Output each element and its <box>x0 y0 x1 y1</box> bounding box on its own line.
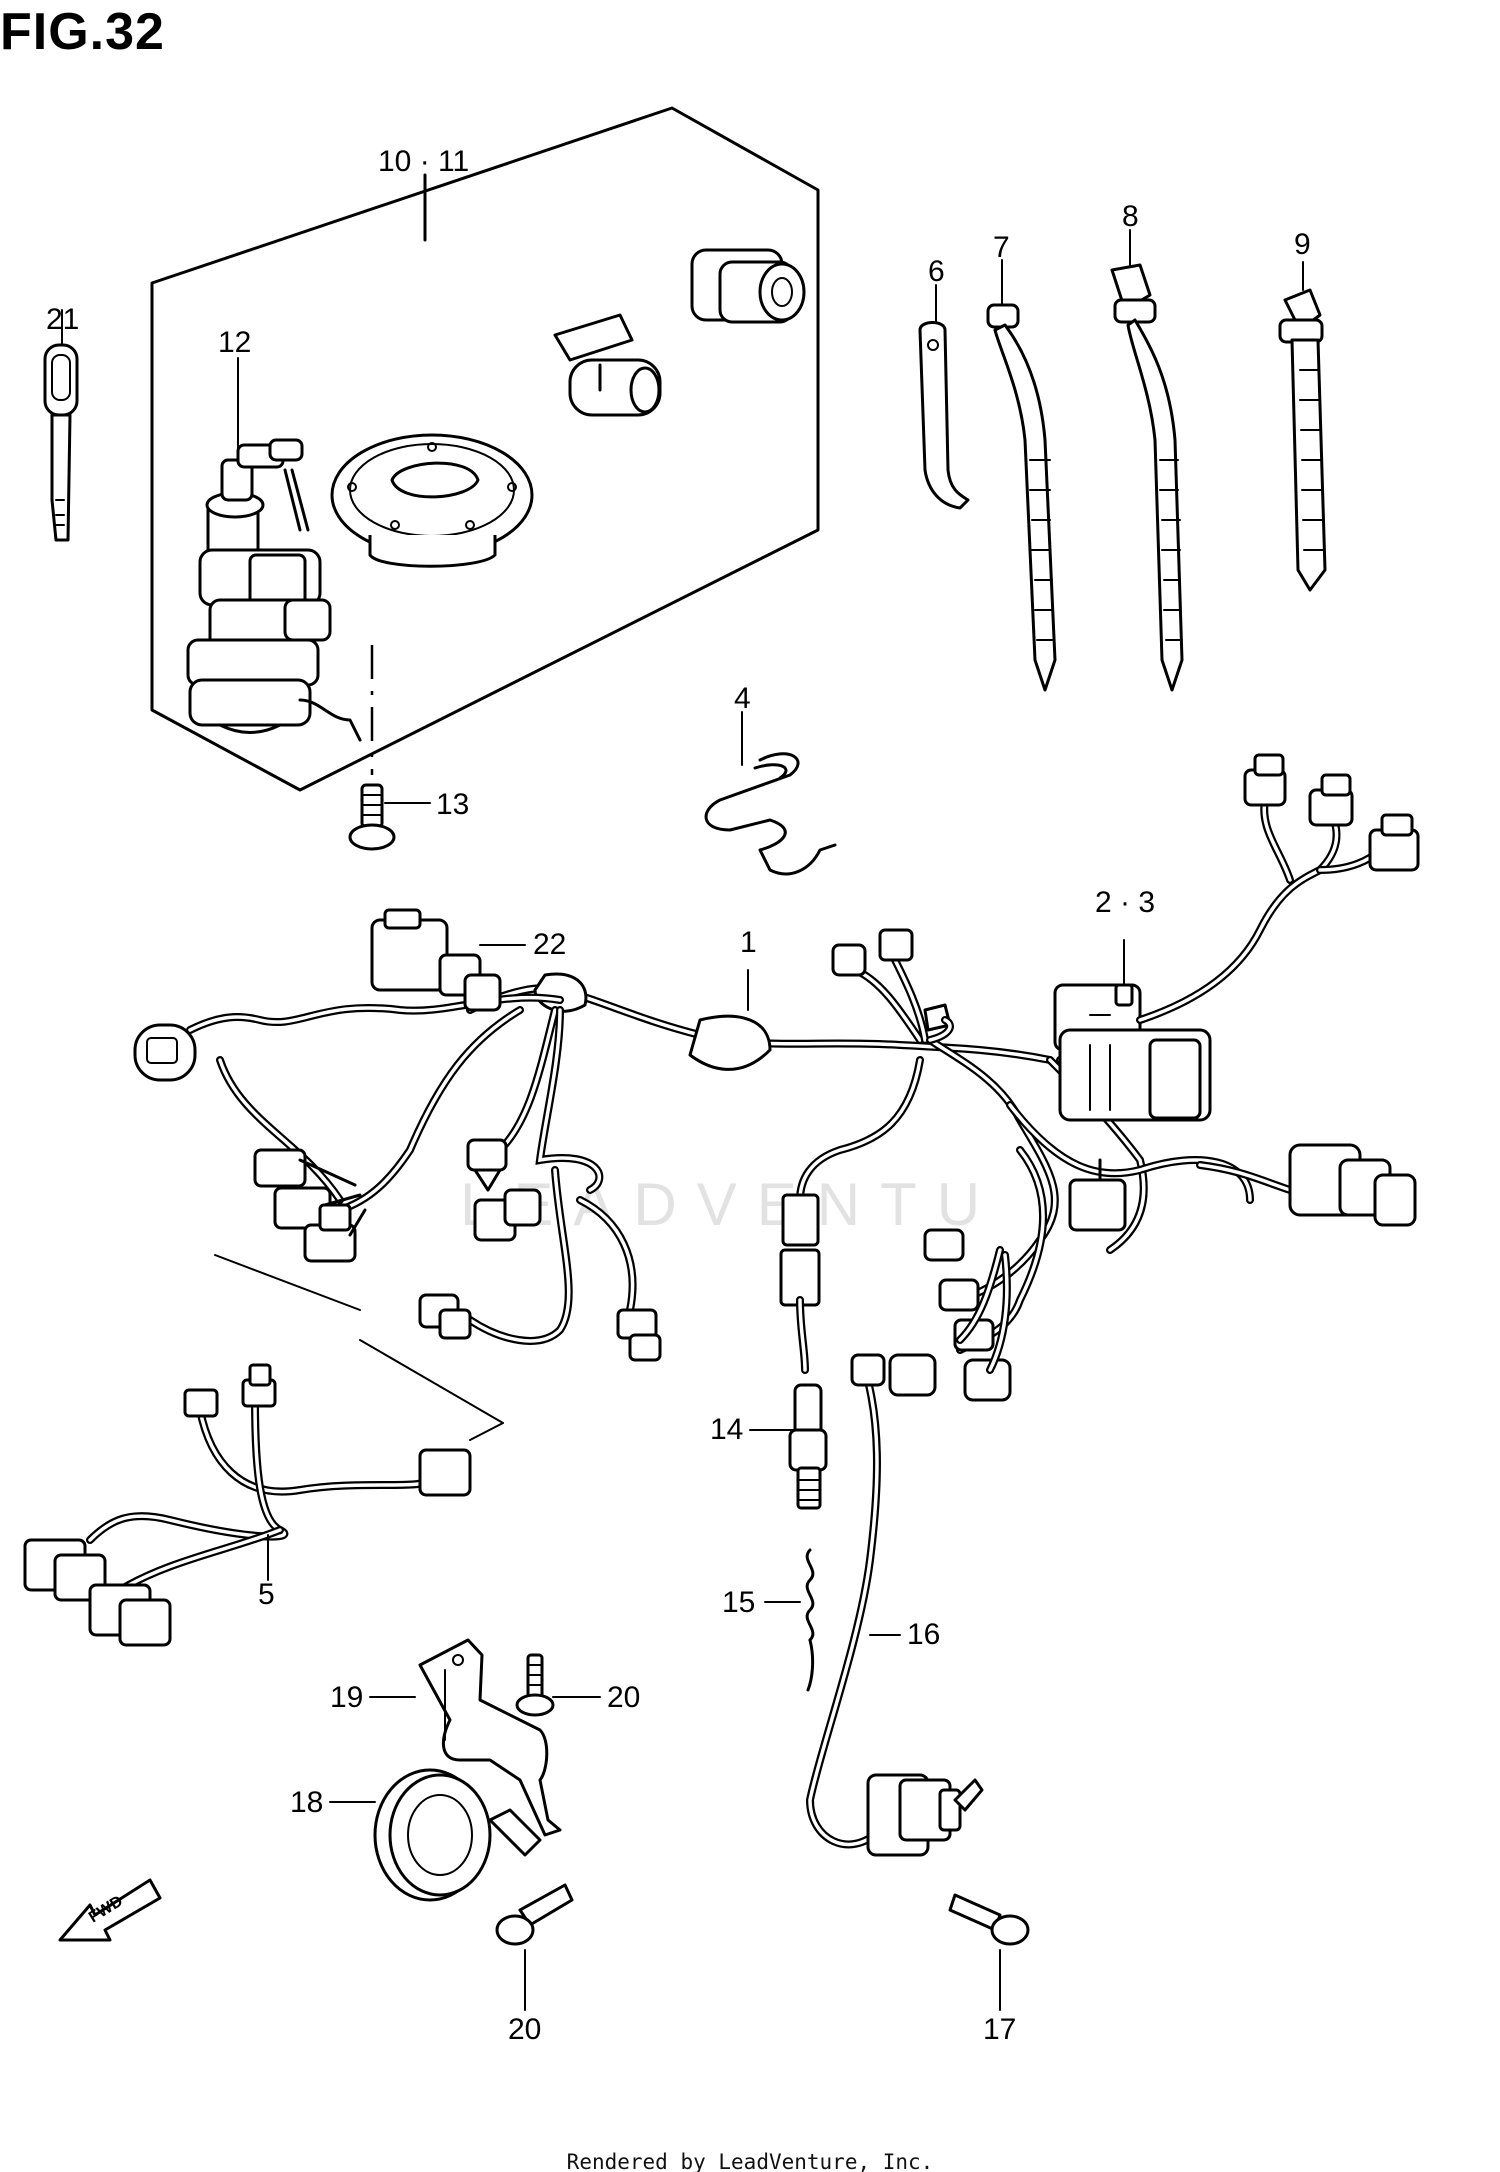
seat-lock <box>553 313 662 417</box>
cable-tie-8 <box>1110 229 1184 692</box>
horn-bracket-19 <box>369 1638 562 1837</box>
ignition-lock-set-box <box>150 106 820 792</box>
cable-tie-9 <box>1278 261 1327 592</box>
callout-5: 5 <box>258 1578 275 1611</box>
figure-title: FIG.32 <box>0 3 165 61</box>
callout-12: 12 <box>218 326 252 359</box>
callout-20-lower: 20 <box>508 2013 542 2046</box>
callout-22: 22 <box>533 928 567 961</box>
lock-cylinder <box>690 248 806 324</box>
callout-9: 9 <box>1294 228 1311 261</box>
bolt-20-upper <box>515 1653 601 1717</box>
clamp-4 <box>704 711 837 876</box>
bolt-20-lower <box>495 1883 574 2011</box>
callout-7: 7 <box>993 231 1010 264</box>
sub-harness-5 <box>23 1254 504 1647</box>
bolt-17 <box>948 1893 1030 2011</box>
callout-14: 14 <box>710 1413 744 1446</box>
bolt-13 <box>348 783 431 851</box>
relay-22 <box>370 908 502 1012</box>
callout-15: 15 <box>722 1586 756 1619</box>
callout-19: 19 <box>330 1681 364 1714</box>
ignition-switch <box>186 438 362 742</box>
callout-18: 18 <box>290 1786 324 1819</box>
side-stand-switch <box>866 1773 984 1857</box>
key <box>43 309 79 542</box>
callout-20-upper: 20 <box>607 1681 641 1714</box>
horn-18 <box>329 1768 542 1902</box>
callout-10-11: 10 · 11 <box>378 145 470 178</box>
callout-6: 6 <box>928 255 945 288</box>
callout-8: 8 <box>1122 200 1139 233</box>
callout-1: 1 <box>740 926 757 959</box>
callout-2-3: 2 · 3 <box>1095 886 1156 919</box>
callout-13: 13 <box>436 788 470 821</box>
fwd-arrow <box>58 1878 162 1942</box>
callout-17: 17 <box>983 2013 1017 2046</box>
cable-tie-7 <box>986 259 1057 692</box>
fuel-cap-lock <box>330 433 534 568</box>
watermark: LEADVENTU <box>460 1171 1001 1238</box>
callout-4: 4 <box>734 682 751 715</box>
clamp-6 <box>918 284 970 510</box>
callout-16: 16 <box>907 1618 941 1651</box>
footer-credit: Rendered by LeadVenture, Inc. <box>566 2150 934 2172</box>
callout-21: 21 <box>46 303 80 336</box>
wiring-harness <box>133 753 1420 1857</box>
